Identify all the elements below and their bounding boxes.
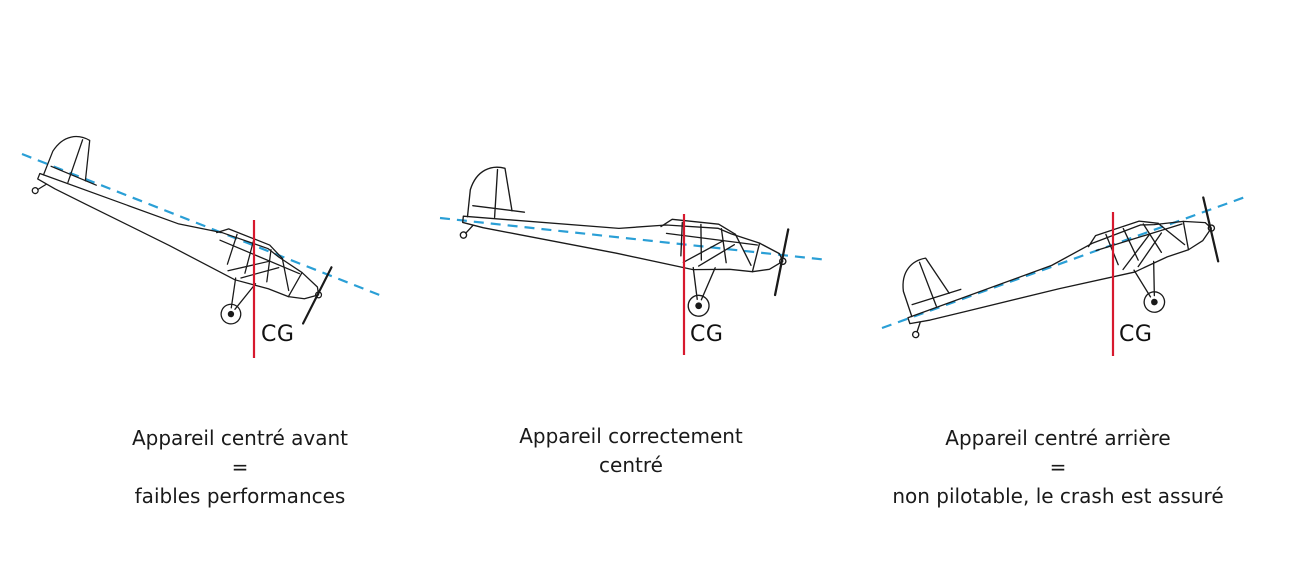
caption-line: Appareil centré arrière bbox=[945, 426, 1171, 450]
caption-line: Appareil correctement bbox=[519, 424, 743, 448]
caption-line: centré bbox=[599, 453, 663, 477]
airplane-drawing bbox=[11, 126, 345, 353]
airplane-correct-cg bbox=[439, 162, 829, 355]
longitudinal-axis-line bbox=[21, 152, 383, 298]
cg-label-aft: CG bbox=[1119, 322, 1153, 347]
caption-line: non pilotable, le crash est assuré bbox=[892, 484, 1224, 508]
longitudinal-axis-line bbox=[881, 194, 1249, 330]
cg-label-front: CG bbox=[261, 322, 295, 347]
caption-correct-cg: Appareil correctement centré bbox=[421, 422, 841, 480]
airplane-front-cg bbox=[11, 126, 383, 358]
longitudinal-axis-line bbox=[439, 216, 829, 262]
caption-aft-cg: Appareil centré arrière = non pilotable,… bbox=[848, 424, 1268, 511]
airplane-drawing bbox=[453, 162, 794, 326]
caption-line: faibles performances bbox=[134, 484, 346, 508]
cg-label-correct: CG bbox=[690, 322, 724, 347]
airplane-drawing bbox=[889, 166, 1236, 389]
caption-front-cg: Appareil centré avant = faibles performa… bbox=[30, 424, 450, 511]
caption-line: Appareil centré avant bbox=[131, 426, 348, 450]
caption-line: = bbox=[231, 455, 249, 479]
caption-line: = bbox=[1049, 455, 1067, 479]
airplane-aft-cg bbox=[881, 166, 1249, 389]
